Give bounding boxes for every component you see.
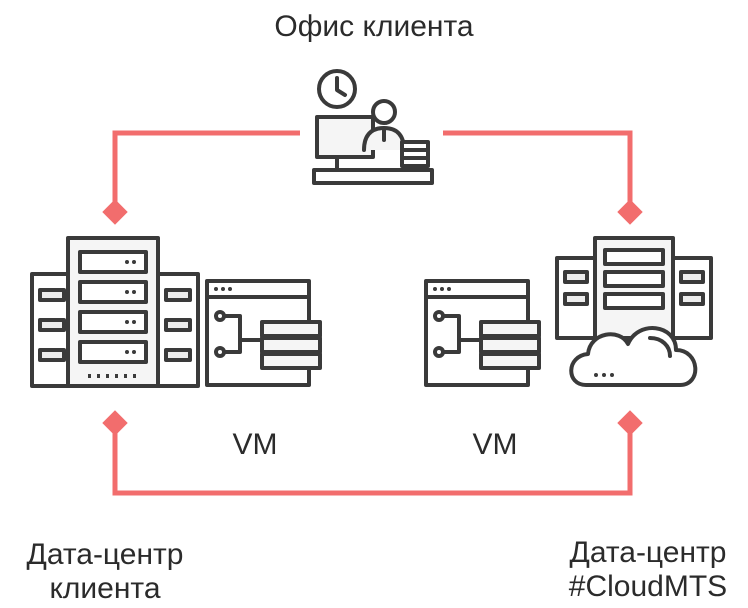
office-worker-clock-icon: [312, 69, 434, 185]
server-racks-icon: [30, 236, 200, 388]
cloud-server-racks-icon: [555, 236, 713, 387]
virtual-machine-window-icon: [205, 279, 322, 387]
virtual-machine-window-icon: [424, 279, 541, 387]
diamond-marker: [617, 410, 643, 436]
connector-office-to-cloud: [443, 130, 633, 208]
vm-left-label: VM: [232, 428, 278, 461]
cloud-datacenter-label: Дата-центр #CloudMTS: [568, 536, 728, 603]
client-datacenter-label: Дата-центр клиента: [26, 538, 184, 605]
diamond-marker: [617, 199, 643, 225]
connector-client-to-cloud: [112, 425, 633, 496]
diamond-marker: [102, 410, 128, 436]
connectors: [112, 130, 633, 496]
diamond-marker: [102, 199, 128, 225]
office-label: Офис клиента: [274, 10, 474, 43]
vm-right-label: VM: [472, 428, 518, 461]
connector-office-to-client: [112, 130, 300, 208]
